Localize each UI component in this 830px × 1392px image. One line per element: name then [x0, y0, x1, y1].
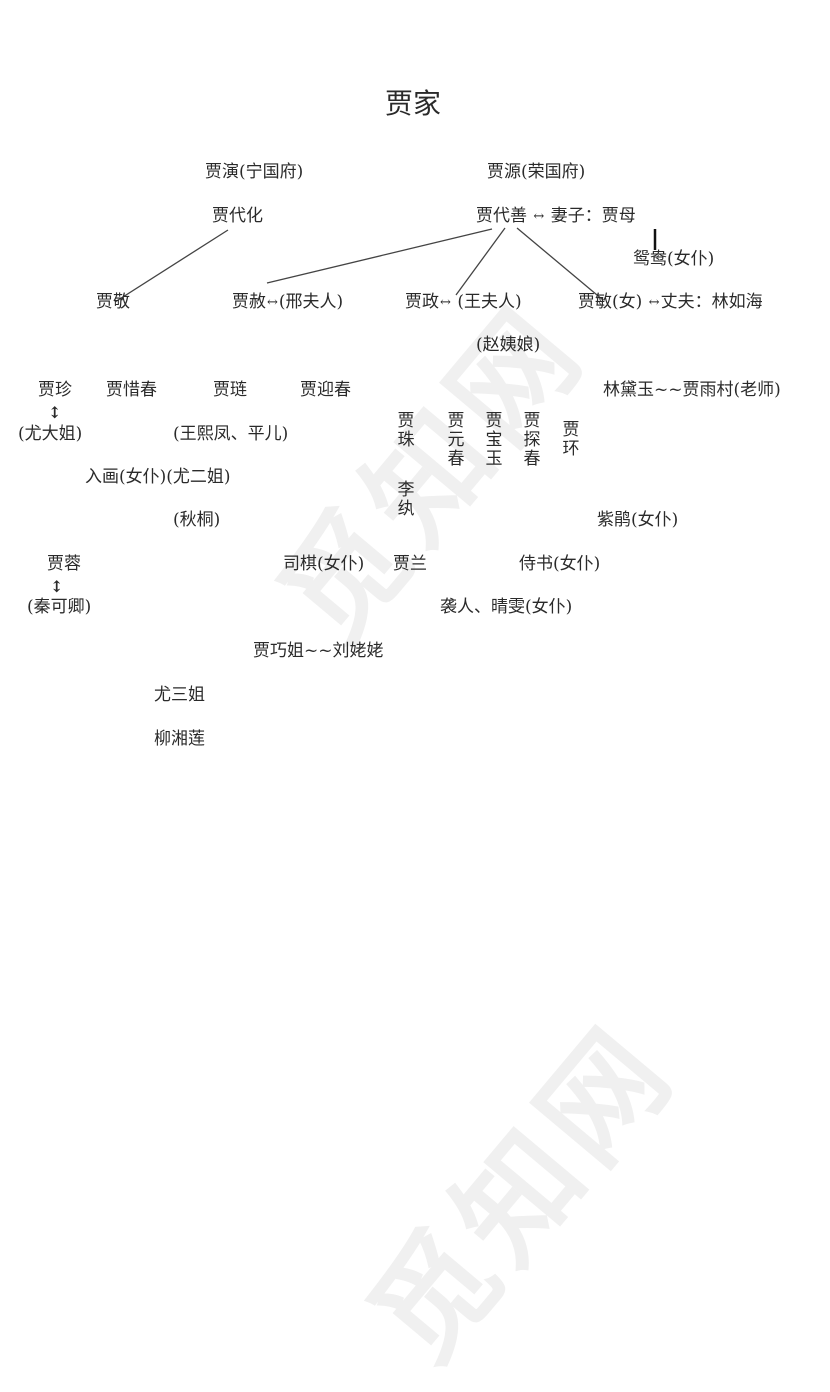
line-daishan-she	[266, 228, 493, 284]
vertical-arrow-icon: ↕	[48, 403, 62, 422]
node-qiaojie: 贾巧姐~~刘姥姥	[253, 641, 384, 661]
node-you-dajie: (尤大姐)	[18, 424, 83, 444]
node-jia-she: 贾赦↔(邢夫人)	[232, 292, 343, 313]
page-title: 贾家	[385, 87, 442, 120]
node-jia-zhen: 贾珍	[38, 380, 72, 400]
node-jia-lan: 贾兰	[393, 554, 427, 574]
node-jia-daihua: 贾代化	[212, 206, 263, 226]
node-jia-zheng: 贾政↔ (王夫人)	[405, 292, 522, 313]
jia-she-label: 贾赦	[232, 292, 266, 312]
jia-daishan-label: 贾代善	[476, 206, 527, 226]
jia-min-label: 贾敏(女)	[578, 292, 643, 312]
vertical-arrow-icon: ↕	[50, 577, 64, 596]
node-zhao: (赵姨娘)	[476, 335, 541, 355]
xing-label: (邢夫人)	[278, 292, 344, 312]
node-you-sanjie: 尤三姐	[154, 685, 205, 705]
node-jia-yuan: 贾源(荣国府)	[487, 162, 586, 182]
wang-label: (王夫人)	[457, 292, 522, 312]
node-jia-tanchun: 贾探春	[523, 411, 541, 469]
node-jia-xichun: 贾惜春	[106, 380, 157, 400]
node-ruhua: 入画(女仆)(尤二姐)	[85, 467, 231, 487]
node-jia-huan: 贾环	[562, 420, 580, 459]
node-shishu: 侍书(女仆)	[519, 554, 601, 574]
node-jia-zhu: 贾珠	[397, 411, 415, 450]
node-jia-yingchun: 贾迎春	[300, 380, 351, 400]
line-daishan-zheng	[455, 227, 506, 296]
node-li-wan: 李纨	[397, 480, 415, 519]
node-xiren: 袭人、晴雯(女仆)	[440, 597, 573, 617]
node-jia-rong: 贾蓉	[47, 554, 81, 574]
node-siqi: 司棋(女仆)	[283, 554, 365, 574]
node-jia-yuanchun: 贾元春	[447, 411, 465, 469]
node-qiutong: (秋桐)	[173, 510, 221, 530]
node-lin-daiyu: 林黛玉~~贾雨村(老师)	[603, 380, 781, 400]
line-daishan-min	[516, 227, 604, 301]
node-jia-daishan: 贾代善 ↔ 妻子：贾母	[476, 206, 636, 227]
line-daihua-jing	[114, 229, 229, 303]
marriage-arrow-icon: ↔	[648, 294, 660, 310]
marriage-arrow-icon: ↔	[533, 208, 545, 224]
marriage-arrow-icon: ↔	[440, 294, 451, 310]
node-zijuan: 紫鹃(女仆)	[597, 510, 679, 530]
node-yuanyang: 鸳鸯(女仆)	[633, 249, 715, 269]
node-qin-keqing: (秦可卿)	[27, 597, 92, 617]
jia-zheng-label: 贾政	[405, 292, 439, 312]
node-jia-yan: 贾演(宁国府)	[205, 162, 304, 182]
connector-lines	[114, 227, 657, 303]
node-jia-min: 贾敏(女) ↔丈夫：林如海	[578, 292, 763, 313]
marriage-arrow-icon: ↔	[267, 294, 278, 310]
wife-label: 妻子：贾母	[550, 206, 636, 226]
husband-label: 丈夫：林如海	[660, 292, 763, 312]
node-wang-xifeng: (王熙凤、平儿)	[173, 424, 289, 444]
node-jia-baoyu: 贾宝玉	[485, 411, 503, 469]
node-jia-lian: 贾琏	[213, 380, 247, 400]
node-liu-xianglian: 柳湘莲	[154, 729, 205, 749]
node-jia-jing: 贾敬	[96, 292, 130, 312]
